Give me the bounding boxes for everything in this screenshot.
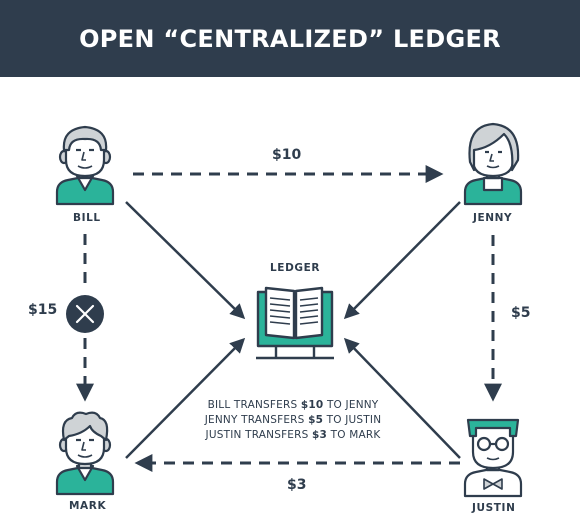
transfer-amount-justin-mark: $3 — [287, 477, 307, 493]
bill-avatar-icon — [55, 125, 115, 206]
justin-avatar-icon — [463, 418, 523, 498]
ledger-entry: JENNY TRANSFERS $5 TO JUSTIN — [204, 414, 382, 426]
ledger-entry: JUSTIN TRANSFERS $3 TO MARK — [205, 429, 381, 441]
header-bar: OPEN “CENTRALIZED” LEDGER — [0, 0, 580, 77]
participant-name-jenny: JENNY — [473, 212, 513, 224]
ledger-entries: BILL TRANSFERS $10 TO JENNY JENNY TRANSF… — [180, 398, 406, 443]
jenny-avatar-icon — [463, 122, 523, 206]
ledger-entry: BILL TRANSFERS $10 TO JENNY — [207, 399, 379, 411]
ledger-arrow-jenny — [343, 201, 461, 320]
cancel-x-icon — [66, 295, 104, 333]
mark-avatar-icon — [55, 411, 115, 496]
ledger-book-monitor-icon — [256, 286, 334, 360]
ledger-label: LEDGER — [270, 262, 321, 274]
transfer-amount-bill-jenny: $10 — [272, 147, 302, 163]
participant-name-bill: BILL — [73, 212, 101, 224]
participant-name-mark: MARK — [69, 500, 107, 512]
ledger-arrow-justin — [343, 337, 461, 459]
ledger-arrow-mark — [125, 337, 246, 459]
transfer-amount-jenny-justin: $5 — [511, 305, 531, 321]
ledger-arrow-bill — [125, 201, 246, 320]
page-title: OPEN “CENTRALIZED” LEDGER — [79, 24, 501, 53]
transfer-amount-bill-mark: $15 — [28, 302, 58, 318]
participant-name-justin: JUSTIN — [472, 502, 516, 514]
